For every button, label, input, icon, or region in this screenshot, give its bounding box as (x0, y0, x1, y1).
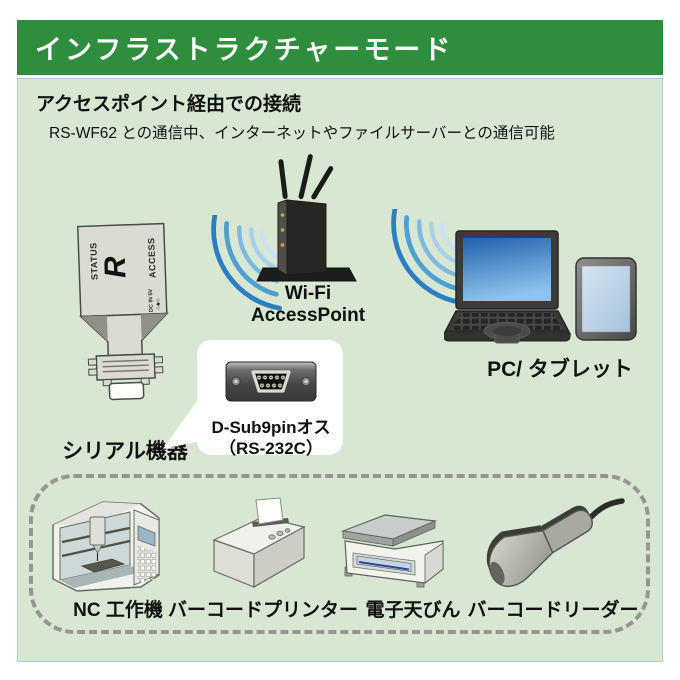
electronic-balance-label: 電子天びん (365, 600, 461, 621)
brand-logo-icon: R (99, 256, 133, 279)
section-description: RS-WF62 との通信中、インターネットやファイルサーバーとの通信可能 (49, 125, 555, 142)
access-point-label: Wi-Fi AccessPoint (208, 283, 408, 327)
electronic-balance-illustration (340, 514, 444, 588)
barcode-printer-label: バーコードプリンター (167, 600, 358, 621)
serial-adapter-illustration: STATUS ACCESS R DC IN 5V ◇◆◇ (76, 222, 169, 401)
dsub-callout: D-Sub9pinオス （RS-232C） (161, 337, 347, 461)
access-point-illustration (256, 154, 357, 282)
barcode-reader-label: バーコードリーダー (467, 600, 639, 621)
dsub-label-line1: D-Sub9pinオス (211, 418, 331, 437)
status-label: STATUS (88, 242, 99, 280)
nc-machine-label: NC 工作機 (73, 600, 163, 621)
wifi-signal-icon (391, 209, 464, 305)
laptop-illustration (444, 230, 572, 344)
dc-in-label: DC IN 5V (148, 288, 155, 312)
barcode-reader-illustration (486, 498, 625, 588)
ap-label-line2: AccessPoint (250, 305, 366, 326)
power-connector-icon: ◇◆◇ (155, 298, 161, 310)
tablet-illustration (575, 257, 637, 341)
led-icon (280, 213, 285, 217)
header-bar: インフラストラクチャーモード (17, 20, 663, 75)
led-icon (280, 243, 285, 247)
section-heading: アクセスポイント経由での接続 (36, 94, 302, 115)
page-title: インフラストラクチャーモード (35, 35, 454, 65)
led-icon (280, 228, 285, 232)
access-label: ACCESS (146, 237, 157, 278)
barcode-printer-illustration (212, 497, 306, 589)
dsub-label-line2: （RS-232C） (219, 439, 323, 458)
serial-device-label: シリアル機器 (62, 440, 188, 463)
ap-label-line1: Wi-Fi (284, 283, 332, 304)
dsub9pin-connector-illustration (225, 361, 317, 402)
pc-tablet-label: PC/ タブレット (487, 358, 633, 381)
diagram-panel: アクセスポイント経由での接続 RS-WF62 との通信中、インターネットやファイ… (17, 78, 663, 662)
serial-peripherals-group-border (29, 474, 650, 634)
nc-machine-illustration (52, 501, 160, 592)
